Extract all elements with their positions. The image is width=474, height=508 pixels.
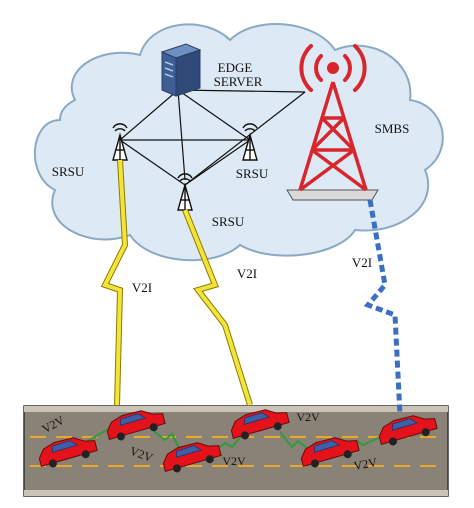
v2i-label-right: V2I: [352, 255, 372, 270]
v2i-label-middle: V2I: [237, 266, 257, 281]
v2v-label-5: V2V: [353, 455, 379, 473]
srsu-label-left: SRSU: [52, 164, 85, 179]
v2i-link-left: [100, 159, 129, 406]
srsu-antenna-icon: [242, 123, 258, 161]
srsu-antenna-icon: [112, 123, 128, 161]
edge-server-label-line1: EDGE: [218, 60, 253, 75]
v2i-link-right: [363, 199, 403, 416]
cloud: [33, 23, 444, 262]
srsu-antenna-icon: [177, 173, 193, 211]
srsu-label-bottom: SRSU: [212, 214, 245, 229]
srsu-label-right: SRSU: [236, 166, 269, 181]
edge-server-label-line2: SERVER: [214, 74, 263, 89]
v2i-link-middle: [182, 208, 253, 406]
smbs-tower-icon: [286, 44, 379, 201]
server-icon: [160, 43, 202, 97]
smbs-label: SMBS: [375, 121, 410, 136]
v2v-label-4: V2V: [296, 410, 320, 424]
v2i-label-left: V2I: [132, 280, 152, 295]
backhaul-links: [119, 89, 306, 186]
v2v-label-3: V2V: [222, 454, 246, 468]
